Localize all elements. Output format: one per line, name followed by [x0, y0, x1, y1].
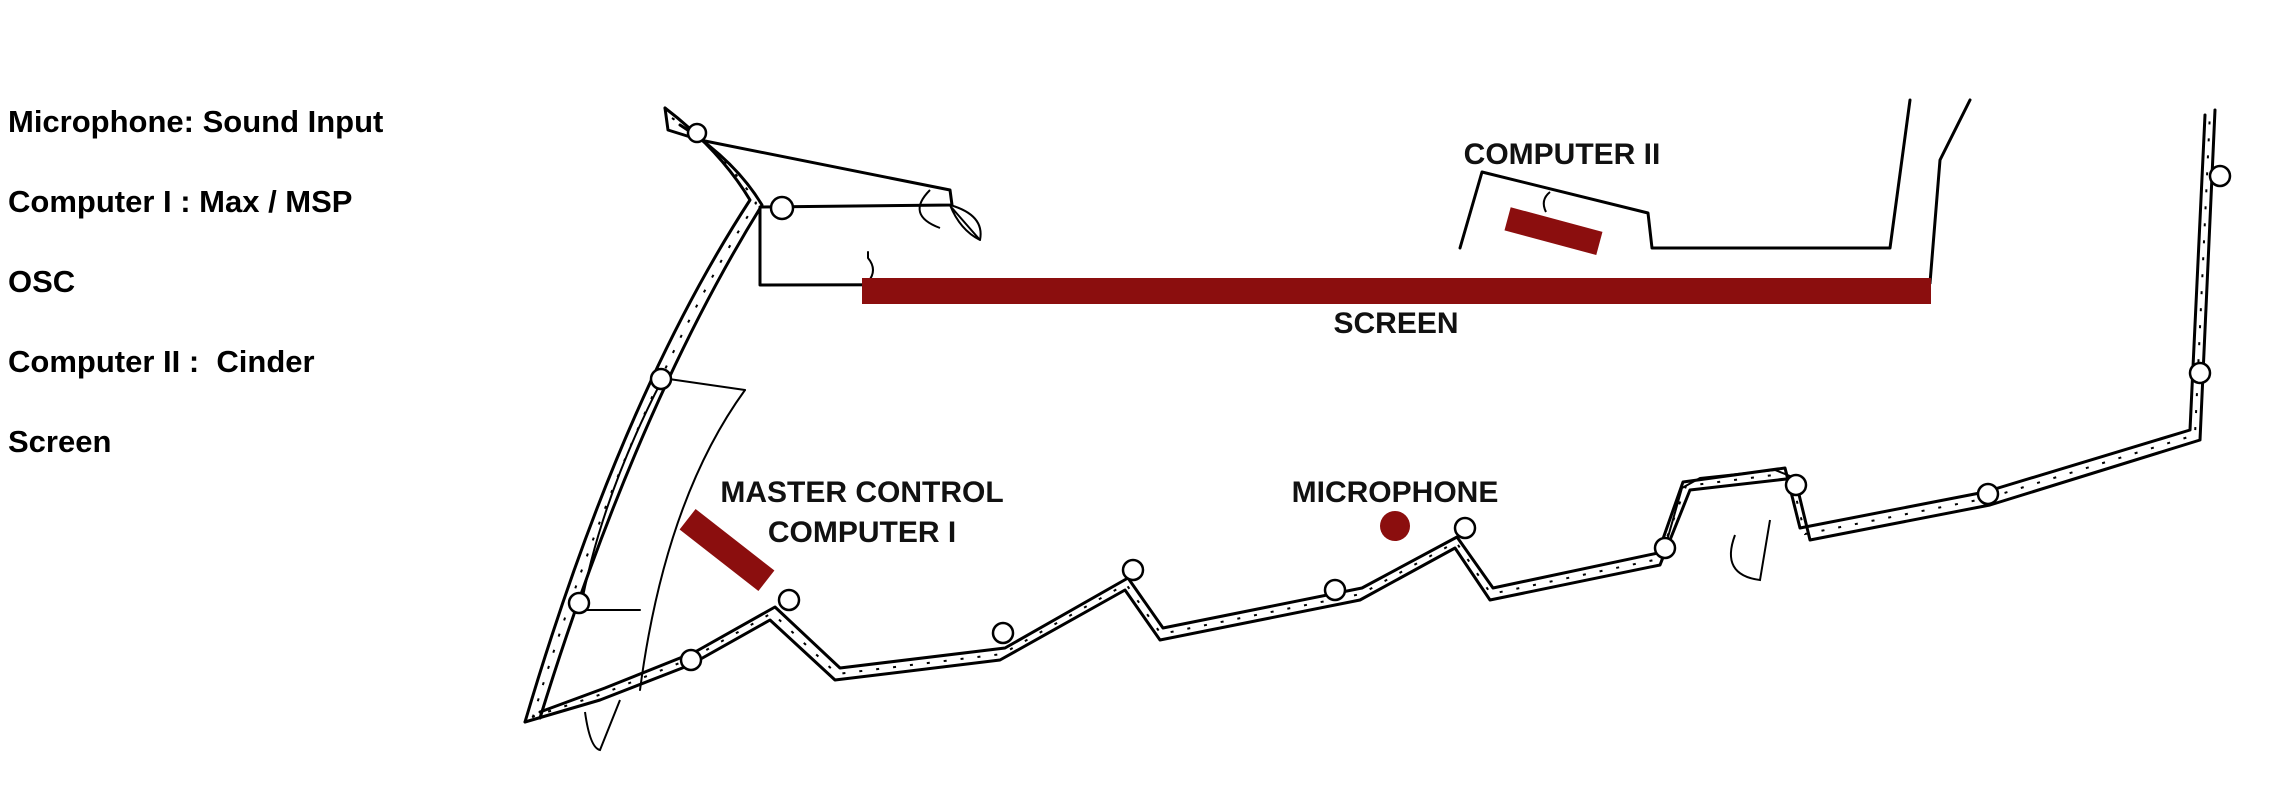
outer-curve-inner	[538, 123, 764, 720]
columns	[567, 122, 2232, 672]
column	[1976, 482, 2000, 506]
column	[769, 195, 795, 221]
legend-item-screen: Screen	[8, 424, 112, 459]
column	[649, 367, 673, 391]
outer-curve-outer	[523, 106, 752, 724]
door-bottom-left	[584, 699, 621, 752]
column	[2188, 361, 2212, 385]
door-upper-1	[918, 189, 941, 229]
label-computer-i: COMPUTER I	[768, 516, 956, 549]
column	[2208, 164, 2232, 188]
column	[991, 621, 1015, 645]
screen-bar	[862, 278, 1931, 304]
outer-left-wall	[523, 106, 764, 724]
upper-wall-left	[663, 106, 1932, 287]
column	[1453, 516, 1477, 540]
upper-room-walls	[663, 98, 1972, 287]
inner-crosswall-1	[661, 377, 746, 391]
column	[1121, 558, 1145, 582]
label-master-control: MASTER CONTROL	[720, 476, 1003, 509]
column	[679, 648, 703, 672]
bottom-wall-outer	[523, 108, 2217, 724]
legend-item-microphone: Microphone: Sound Input	[8, 104, 384, 139]
legend-item-computer-ii: Computer II : Cinder	[8, 344, 315, 379]
door-bay	[1730, 519, 1771, 582]
column	[567, 591, 591, 615]
upper-wall-right	[1928, 98, 1972, 285]
computer-i-marker	[679, 508, 775, 592]
microphone-marker	[1380, 511, 1410, 541]
inner-curve-wall	[639, 389, 746, 691]
bottom-wall-inner	[538, 113, 2207, 714]
column	[1653, 536, 1677, 560]
label-microphone: MICROPHONE	[1292, 476, 1499, 509]
column	[686, 122, 708, 144]
door-computer-ii	[1542, 191, 1551, 213]
bay-window	[1659, 469, 1796, 566]
outer-bottom-wall	[523, 108, 2217, 724]
column	[1323, 578, 1347, 602]
computer-ii-marker	[1504, 207, 1603, 256]
legend-item-osc: OSC	[8, 264, 76, 299]
legend-item-computer-i: Computer I : Max / MSP	[8, 184, 353, 219]
upper-wall-notch	[867, 251, 874, 283]
doors	[584, 189, 1771, 752]
label-screen: SCREEN	[1333, 307, 1458, 340]
column	[1784, 473, 1808, 497]
door-upper-2	[949, 204, 982, 241]
column	[777, 588, 801, 612]
label-computer-ii: COMPUTER II	[1464, 138, 1661, 171]
inner-curve-wall-2	[579, 379, 663, 613]
computer-ii-alcove	[1458, 98, 1912, 250]
outer-curve-hatch	[531, 117, 758, 721]
legend: Microphone: Sound Input Computer I : Max…	[8, 100, 468, 500]
